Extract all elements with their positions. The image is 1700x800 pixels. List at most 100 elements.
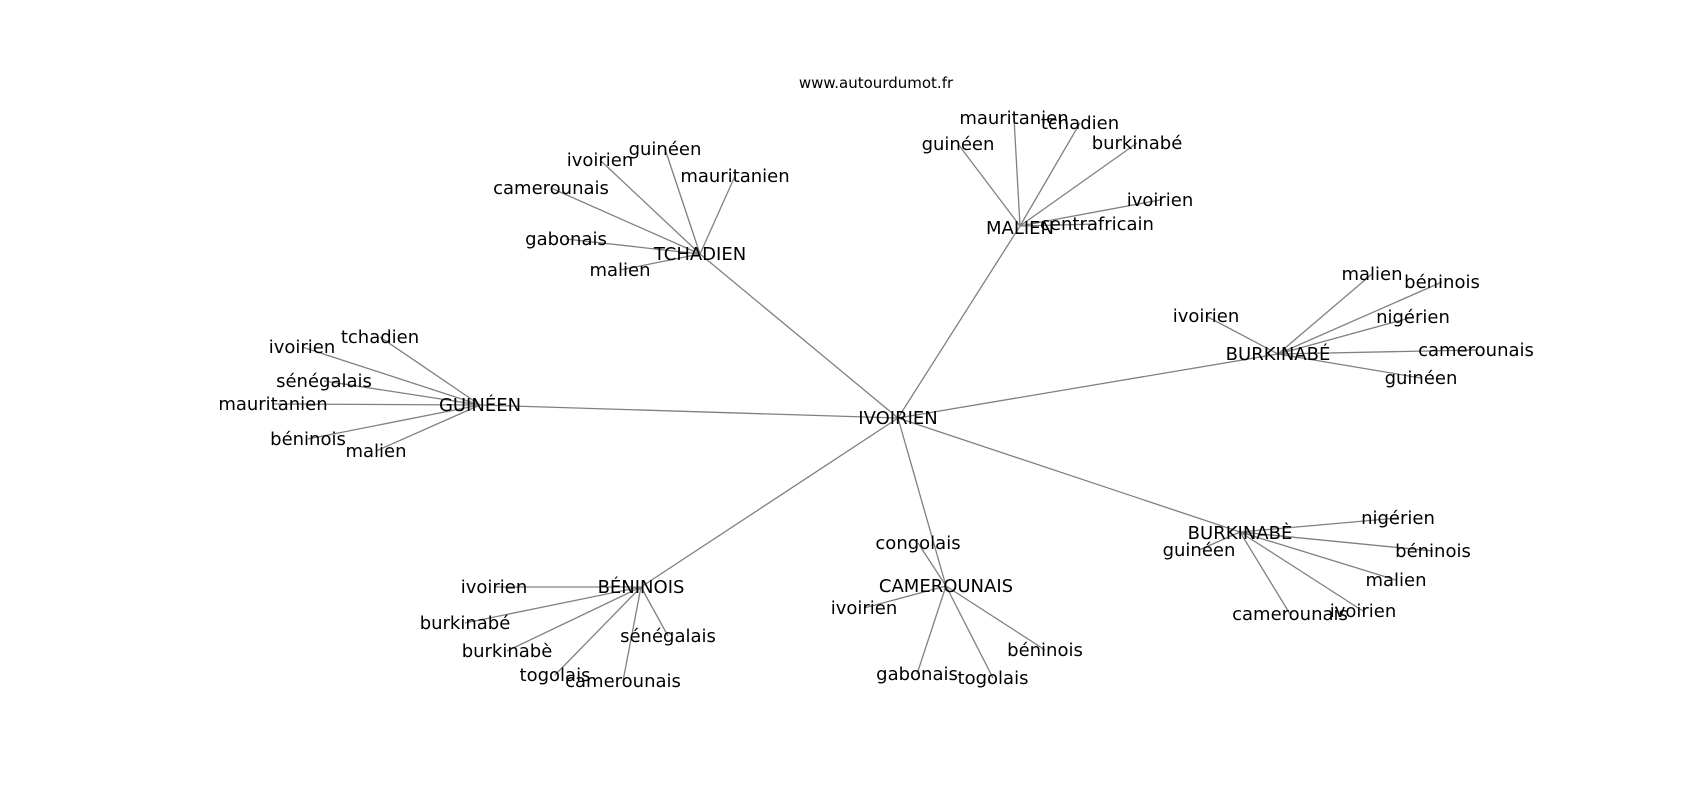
edge-burkinabe-nigerien — [1239, 517, 1399, 533]
edge-center-beninois — [640, 417, 899, 588]
leaf-node-camerounais-beninois: béninois — [1007, 640, 1083, 661]
graph-edges — [272, 117, 1477, 682]
leaf-node-burkinabe-nigerien: nigérien — [1361, 508, 1435, 529]
graph-labels: www.autourdumot.fr IVOIRIEN guinéenivoir… — [218, 74, 1534, 692]
leaf-node-malien-tchadien: tchadien — [1041, 113, 1119, 134]
leaf-node-guineen-malien: malien — [345, 441, 406, 462]
leaf-node-beninois-ivoirien: ivoirien — [461, 577, 528, 598]
edge-camerounais-congolais — [917, 542, 947, 587]
edge-tchadien-mauritanien — [699, 175, 736, 255]
leaf-node-burkinabe-camerounais: camerounais — [1232, 604, 1348, 625]
edge-camerounais-beninois — [945, 585, 1046, 651]
leaf-node-burkinabe-beninois: béninois — [1404, 272, 1480, 293]
leaf-node-camerounais-congolais: congolais — [875, 533, 960, 554]
leaf-node-guineen-beninois: béninois — [270, 429, 346, 450]
leaf-node-malien-burkinabe: burkinabé — [1092, 133, 1183, 154]
leaf-node-beninois-burkinabe: burkinabé — [420, 613, 511, 634]
edge-center-tchadien — [699, 253, 899, 419]
edge-malien-guineen — [957, 143, 1021, 227]
edge-burkinabe-malien — [1239, 531, 1397, 581]
center-node-label: IVOIRIEN — [858, 408, 937, 429]
edge-center-guineen — [479, 404, 899, 419]
leaf-node-camerounais-togolais: togolais — [958, 668, 1029, 689]
edge-burkinabe-beninois — [1239, 531, 1434, 552]
leaf-node-burkinabe-ivoirien: ivoirien — [1330, 601, 1397, 622]
hub-node-burkinabe: BURKINABÈ — [1188, 522, 1293, 544]
leaf-node-malien-ivoirien: ivoirien — [1127, 190, 1194, 211]
edge-burkinabe-ivoirien — [1239, 531, 1364, 612]
edge-guineen-senegalais — [323, 380, 481, 406]
leaf-node-guineen-tchadien: tchadien — [341, 327, 419, 348]
leaf-node-beninois-togolais: togolais — [520, 665, 591, 686]
edge-malien-tchadien — [1019, 122, 1081, 227]
edge-beninois-burkinabe — [506, 586, 642, 652]
leaf-node-burkinabe-malien: malien — [1341, 264, 1402, 285]
leaf-node-camerounais-ivoirien: ivoirien — [831, 598, 898, 619]
hub-node-camerounais: CAMEROUNAIS — [879, 576, 1013, 597]
leaf-node-guineen-ivoirien: ivoirien — [269, 337, 336, 358]
edge-burkinabe-ivoirien — [1205, 315, 1279, 355]
site-label: www.autourdumot.fr — [799, 74, 954, 92]
leaf-node-burkinabe-nigerien: nigérien — [1376, 307, 1450, 328]
leaf-node-burkinabe-guineen: guinéen — [1163, 540, 1236, 561]
edge-burkinabe-guineen — [1198, 531, 1241, 551]
leaf-node-malien-mauritanien: mauritanien — [959, 108, 1068, 129]
leaf-node-tchadien-malien: malien — [589, 260, 650, 281]
edge-guineen-malien — [375, 404, 481, 452]
edge-tchadien-gabonais — [565, 238, 701, 255]
leaf-node-beninois-senegalais: sénégalais — [620, 626, 716, 647]
edge-tchadien-ivoirien — [599, 159, 701, 255]
leaf-node-beninois-camerounais: camerounais — [565, 671, 681, 692]
leaf-node-tchadien-ivoirien: ivoirien — [567, 150, 634, 171]
edge-camerounais-togolais — [945, 585, 994, 679]
edge-beninois-togolais — [554, 586, 642, 676]
edge-beninois-burkinabe — [464, 586, 642, 624]
leaf-node-burkinabe-guineen: guinéen — [1385, 368, 1458, 389]
leaf-node-beninois-burkinabe: burkinabè — [462, 641, 553, 662]
leaf-node-burkinabe-beninois: béninois — [1395, 541, 1471, 562]
edge-center-camerounais — [897, 417, 947, 587]
leaf-node-burkinabe-camerounais: camerounais — [1418, 340, 1534, 361]
edge-beninois-senegalais — [640, 586, 669, 637]
leaf-node-tchadien-guineen: guinéen — [629, 139, 702, 160]
edge-burkinabe-beninois — [1277, 281, 1443, 355]
edge-burkinabe-guineen — [1277, 353, 1422, 379]
hub-node-beninois: BÉNINOIS — [598, 576, 685, 598]
leaf-node-tchadien-mauritanien: mauritanien — [680, 166, 789, 187]
edge-malien-mauritanien — [1013, 117, 1021, 227]
hub-node-guineen: GUINÉEN — [439, 394, 521, 416]
edge-burkinabe-nigerien — [1277, 316, 1414, 355]
leaf-node-malien-guineen: guinéen — [922, 134, 995, 155]
leaf-node-tchadien-gabonais: gabonais — [525, 229, 607, 250]
hub-node-burkinabe: BURKINABÉ — [1226, 343, 1331, 365]
edge-camerounais-gabonais — [916, 585, 947, 675]
leaf-node-guineen-senegalais: sénégalais — [276, 371, 372, 392]
edge-center-malien — [897, 225, 1021, 419]
edge-tchadien-camerounais — [550, 187, 701, 255]
edge-burkinabe-camerounais — [1277, 349, 1477, 355]
edge-malien-centrafricain — [1019, 223, 1098, 227]
hub-node-tchadien: TCHADIEN — [653, 244, 746, 265]
edge-tchadien-malien — [619, 253, 701, 271]
edge-center-burkinabe — [897, 417, 1241, 533]
edge-camerounais-ivoirien — [863, 585, 947, 609]
edge-guineen-ivoirien — [301, 346, 481, 406]
edge-burkinabe-camerounais — [1239, 531, 1291, 615]
edge-guineen-tchadien — [379, 336, 481, 406]
leaf-node-burkinabe-ivoirien: ivoirien — [1173, 306, 1240, 327]
edge-malien-ivoirien — [1019, 199, 1161, 227]
edge-malien-burkinabe — [1019, 142, 1138, 227]
leaf-node-guineen-mauritanien: mauritanien — [218, 394, 327, 415]
edge-center-burkinabe — [897, 353, 1279, 419]
leaf-node-tchadien-camerounais: camerounais — [493, 178, 609, 199]
leaf-node-burkinabe-malien: malien — [1365, 570, 1426, 591]
edge-guineen-beninois — [307, 404, 481, 440]
leaf-node-camerounais-gabonais: gabonais — [876, 664, 958, 685]
edge-burkinabe-malien — [1277, 273, 1373, 355]
leaf-node-malien-centrafricain: centrafricain — [1040, 214, 1154, 235]
hub-node-malien: MALIEN — [986, 218, 1054, 239]
edge-guineen-mauritanien — [272, 403, 481, 406]
edge-tchadien-guineen — [664, 148, 701, 255]
edge-beninois-camerounais — [622, 586, 642, 682]
